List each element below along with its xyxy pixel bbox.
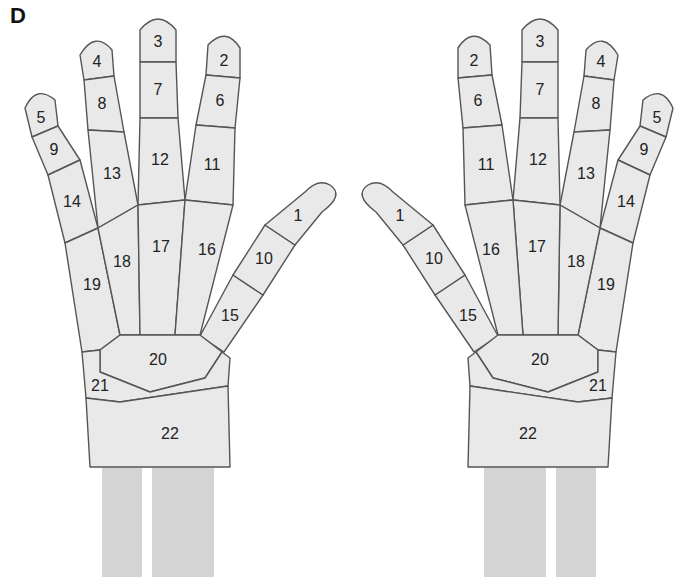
callout-number: 15	[221, 308, 239, 324]
hand-outline	[25, 19, 336, 577]
callout-number: 9	[640, 142, 649, 158]
ring-metacarpal	[98, 205, 140, 335]
callout-number: 2	[470, 53, 479, 69]
callout-number: 6	[216, 93, 225, 109]
callout-number: 5	[653, 110, 662, 126]
callout-number: 8	[592, 96, 601, 112]
callout-number: 16	[198, 242, 216, 258]
little-proximal	[48, 160, 98, 243]
callout-number: 21	[589, 378, 607, 394]
callout-number: 18	[567, 254, 585, 270]
callout-number: 5	[37, 110, 46, 126]
callout-number: 3	[536, 34, 545, 50]
panel-letter: D	[10, 5, 26, 27]
index-distal	[206, 36, 240, 78]
middle-middle	[140, 62, 178, 118]
thumb-distal	[265, 183, 336, 245]
callout-number: 17	[152, 239, 170, 255]
callout-number: 11	[478, 157, 495, 173]
callout-number: 17	[528, 239, 546, 255]
callout-number: 18	[113, 254, 131, 270]
hand-outline-mirrored	[362, 19, 673, 577]
callout-number: 11	[204, 157, 221, 173]
callout-number: 1	[396, 208, 405, 224]
callout-number: 12	[151, 152, 169, 168]
ring-middle	[84, 76, 124, 132]
callout-number: 22	[161, 426, 179, 442]
callout-number: 1	[294, 208, 303, 224]
callout-number: 14	[63, 194, 81, 210]
callout-number: 20	[531, 352, 549, 368]
ring-distal	[80, 41, 114, 80]
index-middle	[196, 75, 240, 128]
index-proximal	[185, 125, 235, 205]
callout-number: 4	[597, 54, 606, 70]
callout-number: 15	[459, 308, 477, 324]
callout-number: 7	[154, 82, 163, 98]
callout-number: 19	[597, 277, 615, 293]
callout-number: 10	[425, 251, 443, 267]
callout-number: 7	[536, 82, 545, 98]
middle-proximal	[138, 118, 185, 205]
middle-distal	[140, 19, 176, 62]
callout-number: 3	[154, 34, 163, 50]
wrist-region	[86, 386, 230, 467]
callout-number: 2	[220, 53, 229, 69]
callout-number: 22	[519, 426, 537, 442]
callout-number: 10	[255, 251, 273, 267]
callout-number: 4	[93, 54, 102, 70]
callout-number: 13	[577, 166, 595, 182]
callout-number: 14	[617, 194, 635, 210]
callout-number: 12	[529, 152, 547, 168]
callout-number: 13	[103, 166, 121, 182]
callout-number: 16	[482, 242, 500, 258]
callout-number: 19	[83, 277, 101, 293]
callout-number: 21	[91, 378, 109, 394]
callout-number: 9	[50, 142, 59, 158]
callout-number: 8	[98, 96, 107, 112]
callout-number: 6	[474, 93, 483, 109]
callout-number: 20	[149, 352, 167, 368]
